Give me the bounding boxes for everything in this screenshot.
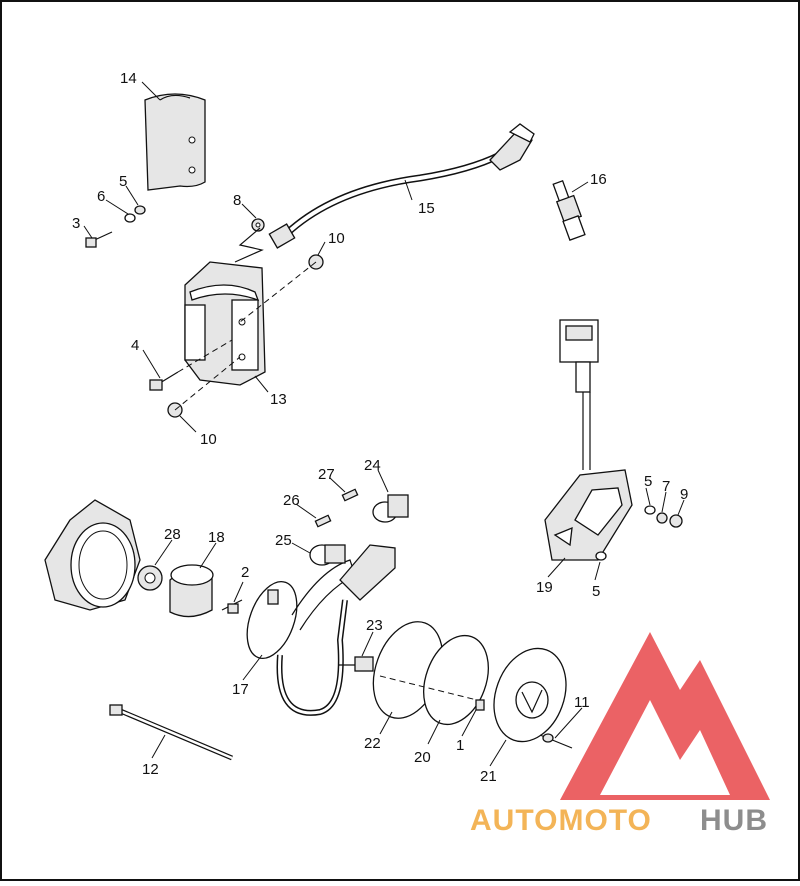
part-4-bolt [149,371,179,391]
callout-10: 10 [328,230,345,247]
callout-19: 19 [536,579,553,596]
callout-20: 20 [414,749,431,766]
leader-lines [83,81,685,767]
part-2-screw [221,599,243,614]
callout-4: 4 [131,337,139,354]
part-24-27-connector [309,488,409,601]
part-1-screw [475,699,485,711]
part-16-spark-plug [552,179,586,241]
callout-1: 1 [456,737,464,754]
callout-labels: 14 5 6 3 8 10 15 16 4 13 10 27 24 26 25 … [72,70,688,785]
callout-6: 6 [97,188,105,205]
callout-22: 22 [364,735,381,752]
part-15-spark-plug-cable [268,123,535,249]
callout-13: 13 [270,391,287,408]
part-11-rivet [539,733,573,749]
part-12-cable-strap [109,704,233,761]
callout-17: 17 [232,681,249,698]
part-13-ignition-coil [184,261,266,386]
part-18-rotor [169,564,214,618]
callout-25: 25 [275,532,292,549]
callout-16: 16 [590,171,607,188]
callout-9: 9 [680,486,688,503]
callout-2: 2 [241,564,249,581]
part-8-nut [251,218,265,232]
watermark-triangle-icon [560,632,770,800]
callout-5: 5 [119,173,127,190]
callout-14: 14 [120,70,137,87]
watermark-text-automoto: AUTOMOTO [470,804,652,837]
part-3-6-5-fasteners [85,205,146,248]
part-19-ignition-module [544,319,633,561]
part-5-7-9-fasteners [595,505,683,561]
watermark-text-hub: HUB [700,804,768,837]
callout-21: 21 [480,768,497,785]
callout-8: 8 [233,192,241,209]
callout-23: 23 [366,617,383,634]
part-housing-cover [44,499,141,611]
part-28-seal [137,565,163,591]
part-14-bracket [144,93,206,191]
part-17-sensor-plate [246,559,356,716]
callout-28: 28 [164,526,181,543]
callout-15: 15 [418,200,435,217]
callout-24: 24 [364,457,381,474]
callout-11: 11 [574,694,590,711]
callout-12: 12 [142,761,159,778]
automotohub-watermark: AUTOMOTO HUB [470,632,770,837]
callout-7: 7 [662,478,670,495]
part-20-gasket [423,634,489,726]
part-23-stud [338,656,374,672]
callout-5-right: 5 [644,473,652,490]
callout-5-module: 5 [592,583,600,600]
callout-10-lower: 10 [200,431,217,448]
callout-3: 3 [72,215,80,232]
callout-26: 26 [283,492,300,509]
part-21-timer-cover [493,647,567,743]
callout-27: 27 [318,466,335,483]
callout-18: 18 [208,529,225,546]
